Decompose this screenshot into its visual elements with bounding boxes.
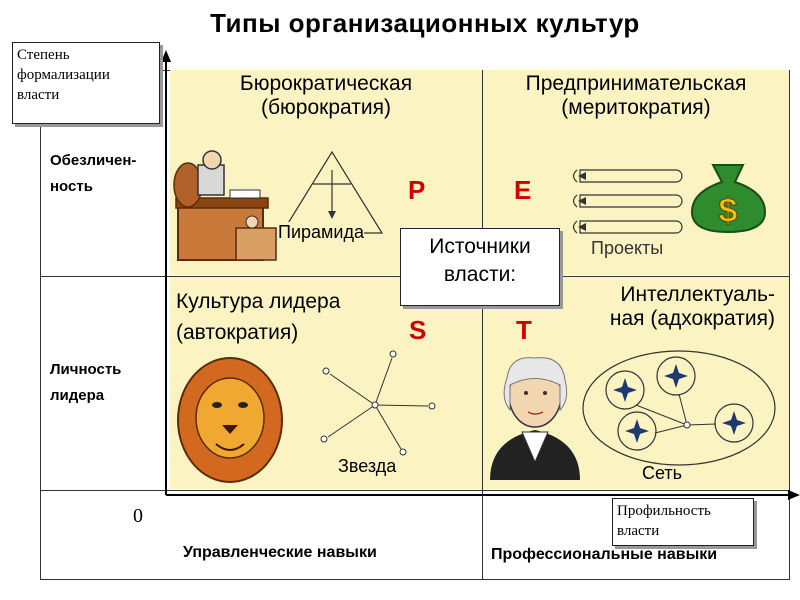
network-label: Сеть — [642, 463, 682, 484]
